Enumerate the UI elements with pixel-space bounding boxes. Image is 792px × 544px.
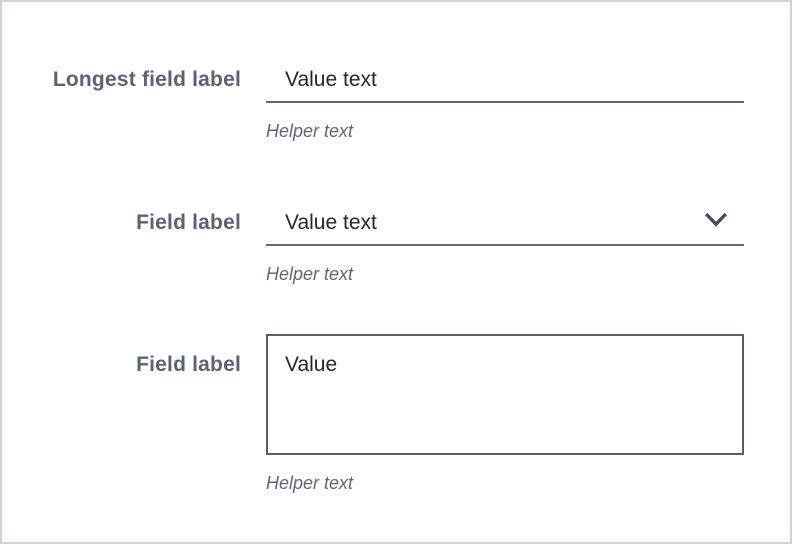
field-column: Value text Helper text (266, 197, 744, 285)
field-column: Value text Helper text (266, 54, 744, 142)
field-column: Value Helper text (266, 334, 744, 494)
helper-text: Helper text (266, 264, 354, 284)
textarea-input[interactable]: Value (266, 334, 744, 455)
field-row-textarea: Field label Value Helper text (2, 334, 790, 494)
chevron-down-icon (704, 212, 728, 227)
text-input[interactable]: Value text (266, 54, 744, 103)
field-label: Field label (136, 211, 241, 234)
field-label: Field label (136, 353, 241, 376)
helper-text: Helper text (266, 473, 354, 493)
field-label: Longest field label (52, 68, 241, 91)
select-value: Value text (285, 211, 377, 234)
select-input[interactable]: Value text (266, 197, 744, 246)
textarea-value: Value (285, 353, 338, 376)
helper-text: Helper text (266, 121, 354, 141)
field-row-text-input: Longest field label Value text Helper te… (2, 54, 790, 142)
field-row-select: Field label Value text Helper text (2, 197, 790, 285)
text-input-value: Value text (285, 68, 377, 91)
